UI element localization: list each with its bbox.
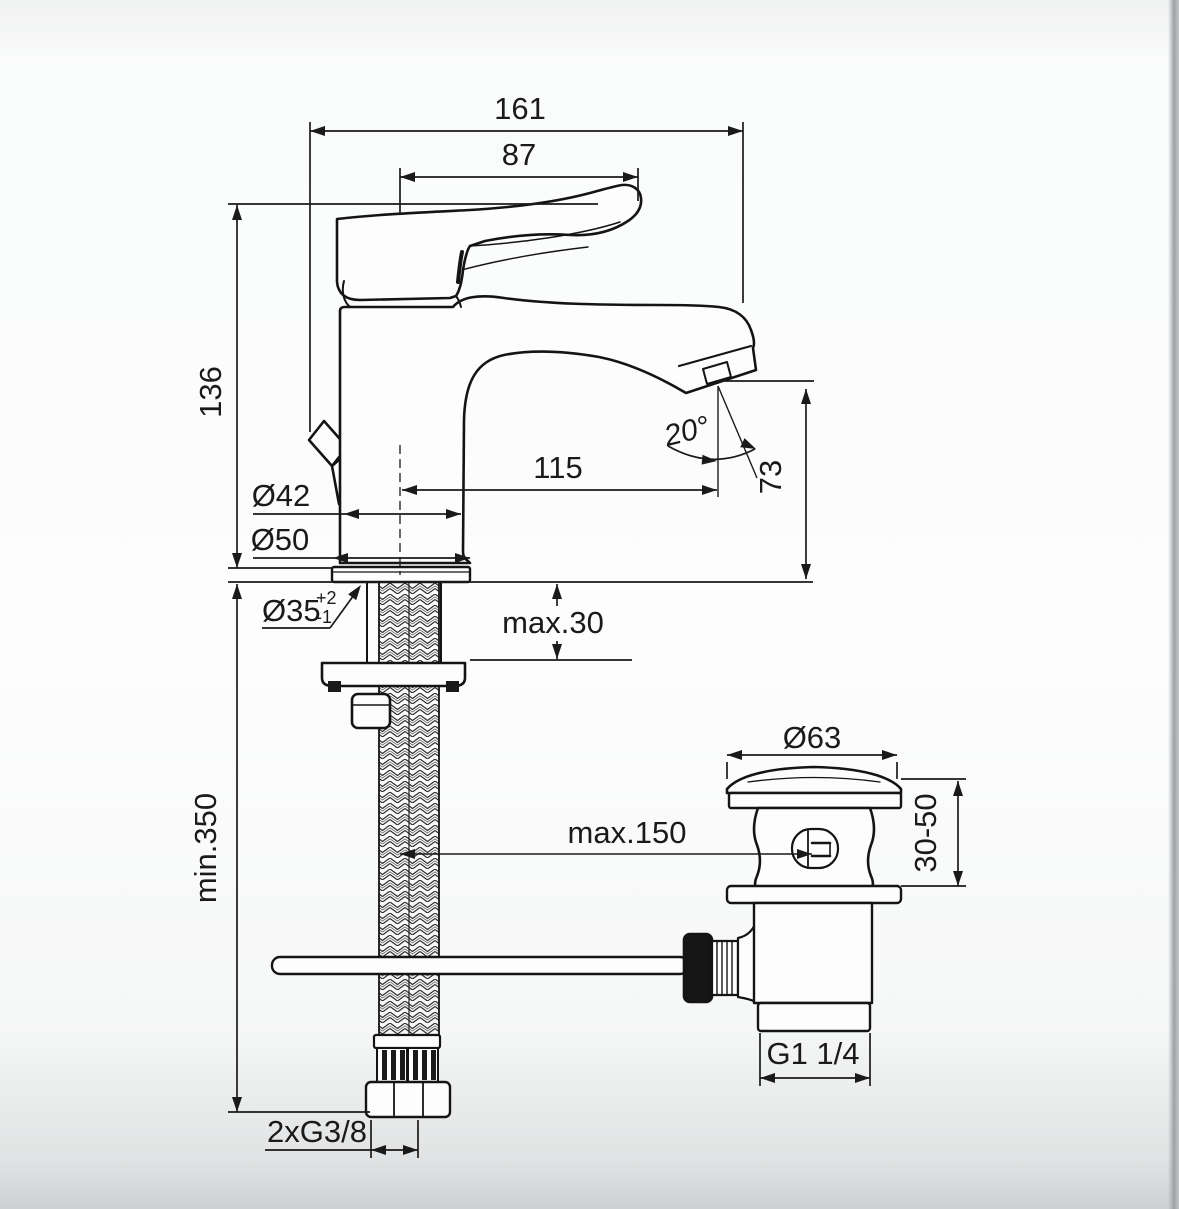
dim-spout-reach [399,445,717,575]
dim-deck-thickness [470,584,632,661]
dim-waste-deck-range [901,778,966,887]
label-hole-diameter: Ø35 [262,593,321,628]
hex-nuts [364,1080,452,1119]
label-handle-reach: 87 [502,137,536,172]
label-outlet-height: 73 [753,460,788,494]
dim-base-diameter [253,553,470,563]
label-spout-reach: 115 [533,450,582,485]
label-deck-thickness: max.30 [502,605,604,640]
faucet-handle [335,183,643,308]
escutcheon-plate [330,565,472,584]
dim-overall-width [309,122,744,432]
waste-tailpiece [752,901,874,1005]
label-waste-flange: Ø63 [783,720,842,755]
dim-outlet-height [718,380,814,579]
label-spout-angle: 20° [660,410,713,453]
aerator [702,361,732,385]
dim-waste-flange [726,750,898,779]
dim-body-height [228,203,598,569]
popup-waste-assembly [725,765,903,1033]
label-waste-deck-range: 30-50 [908,793,943,872]
dim-body-diameter [253,509,461,519]
dim-handle-reach [399,168,639,214]
photo-edge-shadow [1168,0,1179,1209]
hose-end-fittings [364,1033,452,1119]
mounting-clamp [320,661,467,692]
label-hose-length: min.350 [188,793,223,903]
waste-thread-end [756,1001,872,1033]
label-base-diameter: Ø50 [251,522,310,557]
label-hose-thread: 2xG3/8 [267,1114,367,1149]
label-hole-tolerance-plus: +2 [316,588,337,608]
label-body-diameter: Ø42 [252,478,311,513]
waste-lower-flange [725,884,903,905]
dim-pullrod-reach [400,849,812,859]
popup-pull-rod [270,955,690,976]
label-hole-tolerance-minus: -1 [316,607,332,627]
faucet-body-spout [338,246,758,565]
dim-hole-diameter-leader [262,582,366,629]
rod-guide-fitting [350,692,392,730]
waste-lever-slot [790,827,840,870]
label-pullrod-reach: max.150 [568,815,687,850]
dim-spout-angle [667,385,759,497]
dim-hose-thread [265,1120,419,1158]
dimension-annotations [228,122,966,1158]
waste-plug-top [725,765,903,795]
label-body-height: 136 [193,366,228,418]
pullrod-drain-joint [682,919,758,1004]
dim-hose-length [228,584,370,1113]
dim-waste-thread [759,1033,871,1086]
label-waste-thread: G1 1/4 [766,1036,859,1071]
faucet-assembly [270,183,903,1119]
waste-upper-flange [727,791,903,810]
label-overall-width: 161 [494,91,546,126]
